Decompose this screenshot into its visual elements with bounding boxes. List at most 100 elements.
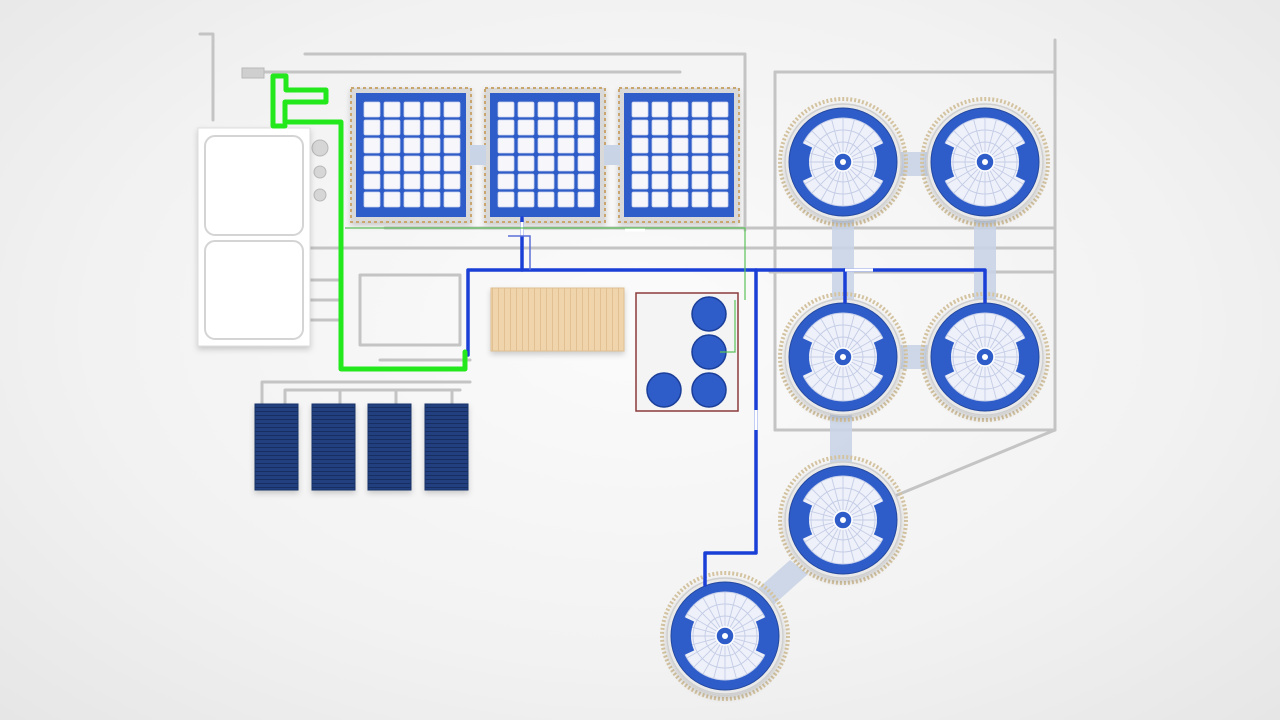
basin-cell [443, 155, 461, 172]
basin-cell [517, 119, 535, 136]
clarifier-baffle [1015, 335, 1035, 379]
clarifier-hub [840, 517, 846, 523]
basin-cell [403, 119, 421, 136]
basin-cell [651, 101, 669, 118]
grey-pipe-east-boundary [773, 38, 1057, 74]
solar-panel-icon [367, 403, 412, 491]
basin-cell [423, 155, 441, 172]
clarifier-spoke [847, 123, 866, 154]
clarifier-spoke [989, 123, 1008, 154]
clarifier-walkways [752, 152, 996, 608]
pump-fitting [311, 139, 329, 157]
clarifier-spoke [991, 325, 1017, 351]
clarifier-spoke [973, 314, 983, 348]
clarifier-spoke [831, 171, 841, 205]
clarifier-spoke [849, 168, 875, 194]
basin-cell [517, 173, 535, 190]
clarifier-spoke [849, 325, 875, 351]
square-grid-tank-icon [618, 87, 740, 223]
clarifier-spoke [953, 325, 979, 351]
blue-pipe-main [466, 268, 987, 357]
clarifier-spoke [962, 365, 981, 396]
clarifier-spoke [991, 363, 1017, 389]
basin-cell [537, 191, 555, 208]
clarifier-spoke [845, 529, 855, 563]
basin-cell [691, 137, 709, 154]
clarifier-spoke [845, 366, 855, 400]
basin-cell [443, 173, 461, 190]
basin-cell [671, 173, 689, 190]
basin-cell [711, 191, 729, 208]
clarifier-spoke [847, 528, 866, 559]
basin-cell [671, 191, 689, 208]
basin-cell [577, 119, 595, 136]
clarifier-ring [692, 603, 758, 669]
basin-cell [631, 137, 649, 154]
basin-cell [443, 101, 461, 118]
basin-cell [363, 173, 381, 190]
clarifier-spoke [991, 168, 1017, 194]
clarifier-ring [952, 129, 1018, 195]
clarifier-spoke [811, 488, 837, 514]
clarifier-spoke [811, 325, 837, 351]
blue-pipe-branch-thin [508, 235, 531, 270]
clarifier-spoke [713, 593, 723, 627]
basin-cell [403, 101, 421, 118]
solar-panel-icon [311, 403, 356, 491]
basin-cell [383, 119, 401, 136]
basin-cell [403, 191, 421, 208]
clarifier-spoke [845, 477, 855, 511]
basin-cell [537, 101, 555, 118]
clarifier-spoke [693, 642, 719, 668]
clarifier-spoke [851, 497, 882, 516]
clarifier-spoke [851, 139, 882, 158]
clarifier-outer-ring [660, 571, 790, 701]
basin-cell [577, 137, 595, 154]
circular-clarifier-icon [778, 97, 908, 227]
clarifier-spoke [849, 488, 875, 514]
walkway-right-vertical [974, 218, 996, 306]
clarifier-spoke [993, 334, 1024, 353]
basin-cell [537, 173, 555, 190]
pump-fitting [313, 188, 327, 202]
basin-cell [577, 155, 595, 172]
clarifier-ring [952, 324, 1018, 390]
basin-cell [557, 191, 575, 208]
clarifier-hub [982, 354, 988, 360]
rectangular-basins [350, 87, 740, 223]
basin-cell [383, 155, 401, 172]
clarifier-hub [982, 159, 988, 165]
clarifier-spoke [727, 593, 737, 627]
basin-link [470, 145, 486, 165]
basin-cell [557, 137, 575, 154]
control-building [197, 127, 311, 347]
clarifier-spoke [804, 497, 835, 516]
clarifier-hub [722, 633, 728, 639]
square-grid-tank-icon [484, 87, 606, 223]
clarifier-spoke [804, 166, 835, 185]
clarifier-spoke [851, 524, 882, 543]
clarifier-hub [840, 354, 846, 360]
circular-clarifier-icon [920, 292, 1050, 422]
clarifier-spoke [845, 314, 855, 348]
basin-cell [517, 191, 535, 208]
basin-cell [363, 155, 381, 172]
clarifier-spoke [987, 366, 997, 400]
basin-cell [497, 173, 515, 190]
clarifier-spoke [849, 363, 875, 389]
clarifier-outer-ring [778, 292, 908, 422]
clarifier-spoke [849, 526, 875, 552]
clarifier-spoke [729, 597, 748, 628]
circular-clarifier-icon [920, 97, 1050, 227]
clarifier-ring [704, 615, 746, 657]
basin-cell [403, 173, 421, 190]
clarifier-spoke [686, 640, 717, 659]
basin-cell [557, 119, 575, 136]
header-box [241, 67, 265, 79]
equipment-shed [490, 287, 625, 352]
clarifier-spoke [811, 363, 837, 389]
clarifier-spoke [702, 597, 721, 628]
clarifier-spoke [989, 170, 1008, 201]
basin-cell [631, 191, 649, 208]
